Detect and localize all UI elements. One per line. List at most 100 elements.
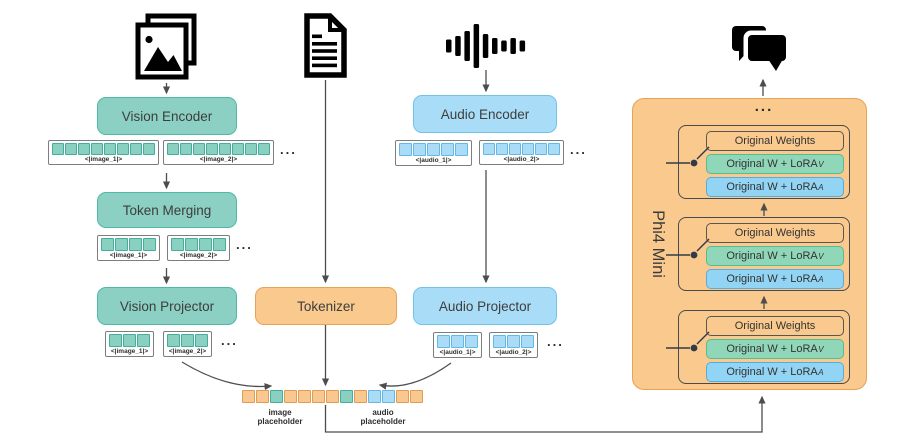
token-square-audio <box>455 143 468 156</box>
audio-placeholder-label: audio placeholder <box>360 408 406 426</box>
sequence-token-text <box>298 390 311 403</box>
token-strip-image2-merged: <|image_2|> <box>167 235 230 261</box>
token-square-audio <box>548 143 560 155</box>
strip-label: <|audio_2|> <box>495 349 532 356</box>
sequence-token-audio <box>382 390 395 403</box>
sequence-token-image <box>340 390 353 403</box>
token-square-audio <box>441 143 454 156</box>
vision-encoder-box: Vision Encoder <box>97 97 237 135</box>
token-square-image <box>101 238 114 251</box>
token-square-image <box>104 143 116 155</box>
document-icon <box>303 13 348 78</box>
token-square-image <box>245 143 257 155</box>
sequence-token-image <box>270 390 283 403</box>
audio-waveform-icon <box>444 20 529 72</box>
strip-label: <|audio_1|> <box>415 157 452 164</box>
lora-v-subscript: V <box>818 251 824 261</box>
sequence-token-text <box>410 390 423 403</box>
strip-label: <|image_1|> <box>110 348 149 355</box>
lora-v-subscript: V <box>818 159 824 169</box>
token-square-audio <box>496 143 508 155</box>
token-strip-audio2-projected: <|audio_2|> <box>489 332 538 358</box>
strip-label: <|audio_1|> <box>439 349 476 356</box>
token-strip-image1-merged: <|image_1|> <box>97 235 160 261</box>
token-square-audio <box>413 143 426 156</box>
chat-bubbles-icon <box>730 24 792 74</box>
sequence-token-text <box>354 390 367 403</box>
token-strip-audio1-encoded: <|audio_1|> <box>395 140 472 166</box>
token-square-audio <box>522 143 534 155</box>
audio-projector-label: Audio Projector <box>438 298 532 314</box>
token-square-audio <box>483 143 495 155</box>
token-square-image <box>78 143 90 155</box>
token-square-image <box>167 334 180 347</box>
lora-a-subscript: A <box>818 274 824 284</box>
token-square-audio <box>437 335 450 348</box>
audio-encoder-label: Audio Encoder <box>440 106 530 122</box>
token-square-image <box>167 143 179 155</box>
lora-a-subscript: A <box>818 182 824 192</box>
token-strip-audio2-encoded: <|audio_2|> <box>479 140 564 165</box>
strip-label: <|image_2|> <box>168 348 207 355</box>
ellipsis: ... <box>754 98 774 115</box>
strip-label: <|image_2|> <box>179 252 218 259</box>
strip-label: <|image_1|> <box>84 156 123 163</box>
sequence-token-text <box>242 390 255 403</box>
tokenizer-label: Tokenizer <box>297 298 355 314</box>
token-square-image <box>91 143 103 155</box>
token-square-image <box>258 143 270 155</box>
ellipsis: ... <box>280 142 297 157</box>
token-square-audio <box>509 143 521 155</box>
token-square-image <box>117 143 129 155</box>
token-square-image <box>206 143 218 155</box>
token-square-image <box>232 143 244 155</box>
token-square-image <box>181 334 194 347</box>
images-icon <box>135 13 198 81</box>
token-square-image <box>129 238 142 251</box>
vision-encoder-label: Vision Encoder <box>121 108 213 124</box>
token-merging-box: Token Merging <box>97 192 237 228</box>
ellipsis: ... <box>547 334 564 349</box>
token-square-image <box>123 334 136 347</box>
token-square-audio <box>451 335 464 348</box>
vision-projector-box: Vision Projector <box>97 287 237 325</box>
phi4-mini-label: Phi4 Mini <box>649 210 667 278</box>
token-strip-image1-encoded: <|image_1|> <box>48 140 159 165</box>
sequence-token-text <box>256 390 269 403</box>
sequence-token-text <box>312 390 325 403</box>
combined-token-sequence <box>242 390 423 403</box>
token-square-image <box>219 143 231 155</box>
ellipsis: ... <box>570 142 587 157</box>
original-weights-pill: Original Weights <box>706 131 844 151</box>
sequence-token-text <box>326 390 339 403</box>
token-square-audio <box>493 335 506 348</box>
strip-label: <|image_2|> <box>199 156 238 163</box>
audio-projector-box: Audio Projector <box>413 287 557 325</box>
token-square-audio <box>535 143 547 155</box>
token-strip-image2-projected: <|image_2|> <box>163 331 212 357</box>
token-square-image <box>143 238 156 251</box>
sequence-token-audio <box>368 390 381 403</box>
tokenizer-box: Tokenizer <box>255 287 397 325</box>
ellipsis: ... <box>236 237 253 252</box>
sequence-token-text <box>396 390 409 403</box>
token-square-image <box>193 143 205 155</box>
original-weights-pill: Original Weights <box>706 316 844 336</box>
token-square-image <box>143 143 155 155</box>
token-square-image <box>185 238 198 251</box>
token-square-image <box>115 238 128 251</box>
token-square-image <box>180 143 192 155</box>
token-merging-label: Token Merging <box>122 202 212 218</box>
token-square-audio <box>427 143 440 156</box>
image-placeholder-label: image placeholder <box>257 408 303 426</box>
